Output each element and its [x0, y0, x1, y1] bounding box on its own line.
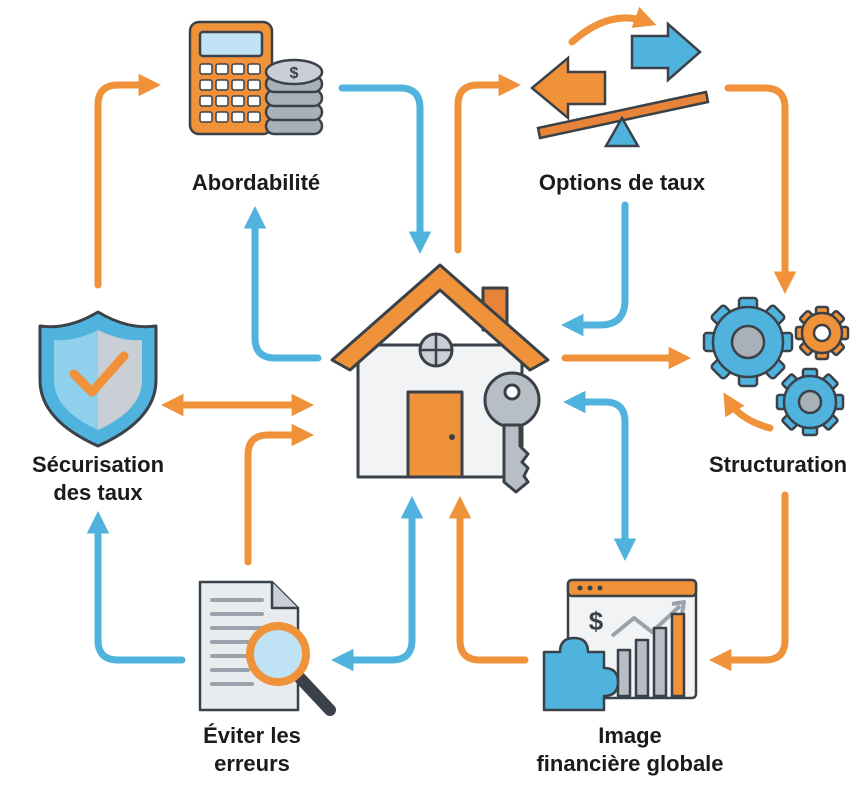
financial-picture-label-line2: financière globale	[536, 751, 723, 776]
arrow-rate-options-to-structuring	[724, 84, 797, 294]
arrow-rate-options-to-house	[561, 201, 629, 337]
avoid-errors-label-line1: Éviter les	[203, 723, 301, 748]
arrow-financial-picture-to-house	[448, 496, 529, 664]
arrow-shield-to-affordability	[94, 73, 161, 289]
svg-text:$: $	[589, 606, 604, 636]
financial-picture-label-line1: Image	[598, 723, 662, 748]
rate-arrows-balance-icon	[530, 21, 710, 148]
calculator-coins-icon: $	[188, 20, 324, 136]
arrow-affordability-to-house	[338, 84, 432, 254]
svg-text:$: $	[290, 65, 299, 82]
structuring-label: Structuration	[709, 452, 847, 477]
avoid-errors-label-line2: erreurs	[214, 751, 290, 776]
arrow-avoid-errors-to-shield	[86, 511, 186, 664]
arrow-structuring-to-financial-picture	[709, 491, 789, 672]
affordability-label: Abordabilité	[192, 170, 320, 195]
house-key-icon	[330, 263, 550, 494]
connector-arrows	[86, 6, 797, 672]
arrow-house-financial-picture	[563, 390, 637, 561]
shield-check-icon	[38, 310, 158, 448]
rate-lock-label-line1: Sécurisation	[32, 452, 164, 477]
arrow-house-avoid-errors	[331, 496, 424, 672]
arrow-house-to-affordability	[243, 206, 322, 362]
rate-options-label: Options de taux	[539, 170, 706, 195]
arrow-avoid-errors-to-house	[244, 423, 314, 566]
arrow-rate-options-arc	[568, 6, 657, 46]
arrow-gears-arc	[723, 392, 774, 432]
chart-puzzle-icon: $	[542, 578, 698, 712]
document-magnifier-icon	[198, 580, 336, 716]
arrow-house-to-rate-options	[454, 73, 521, 254]
gears-icon	[702, 296, 850, 437]
rate-lock-label-line2: des taux	[53, 480, 143, 505]
